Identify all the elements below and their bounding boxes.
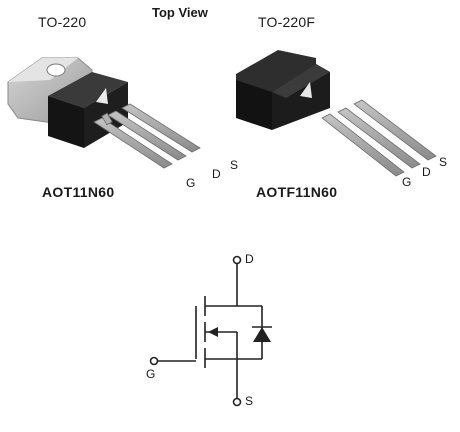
part-number-aot11n60: AOT11N60 xyxy=(42,184,115,200)
mosfet-symbol xyxy=(149,255,272,407)
to220-pin-source: S xyxy=(230,158,239,172)
package-label-to220f: TO-220F xyxy=(258,14,316,30)
gate-terminal xyxy=(149,356,159,366)
to220f-pin-gate: G xyxy=(402,175,412,189)
drain-terminal xyxy=(232,255,242,265)
top-view-title: Top View xyxy=(152,5,208,20)
diode-icon xyxy=(253,327,271,342)
arrow-icon xyxy=(208,327,218,337)
to220-leads xyxy=(93,103,201,169)
to220-pin-drain: D xyxy=(212,167,221,181)
schematic-label-source: S xyxy=(245,394,254,408)
to220f-pin-drain: D xyxy=(422,165,431,179)
brand-logo-icon xyxy=(300,82,312,98)
package-label-to220: TO-220 xyxy=(38,14,87,30)
to220-pin-gate: G xyxy=(186,176,196,190)
to220f-package xyxy=(236,50,437,177)
schematic-label-drain: D xyxy=(245,252,254,266)
to220f-pin-source: S xyxy=(439,155,448,169)
to220-package xyxy=(7,57,201,169)
source-terminal xyxy=(232,397,242,407)
to220f-body xyxy=(236,50,330,130)
to220f-leads xyxy=(321,99,437,177)
brand-logo-icon xyxy=(96,88,108,104)
mounting-hole-icon xyxy=(46,63,66,77)
part-number-aotf11n60: AOTF11N60 xyxy=(256,184,338,200)
schematic-label-gate: G xyxy=(146,367,156,381)
